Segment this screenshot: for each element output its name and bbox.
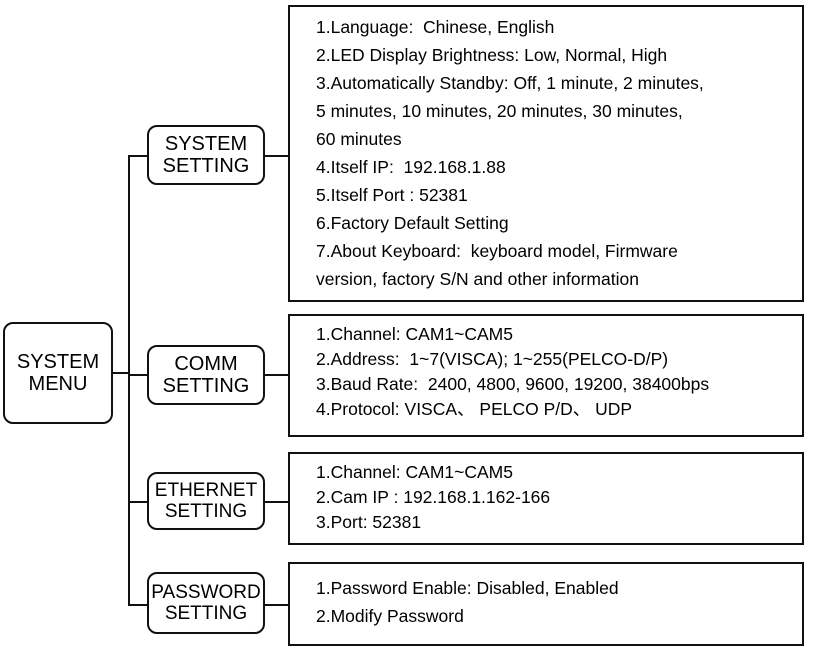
- detail-item: 4.Itself IP: 192.168.1.88: [316, 157, 506, 177]
- detail-item: 2.Cam IP : 192.168.1.162-166: [316, 486, 551, 507]
- connector-root-to-trunk: [110, 372, 130, 374]
- node-system-menu-label-line1: SYSTEM: [16, 350, 100, 373]
- detail-item: 3.Port: 52381: [316, 511, 422, 532]
- connector-comm-setting-to-detail: [263, 374, 290, 376]
- detail-item: 6.Factory Default Setting: [316, 213, 509, 233]
- connector-trunk-to-ethernet-setting: [128, 501, 149, 503]
- connector-trunk-to-password-setting: [128, 604, 149, 606]
- node-comm-setting-label-line1: COMM: [174, 352, 238, 375]
- detail-item: 1.Password Enable: Disabled, Enabled: [316, 578, 619, 598]
- connector-trunk-to-comm-setting: [128, 374, 149, 376]
- connector-ethernet-setting-to-detail: [263, 501, 290, 503]
- detail-item: 1.Language: Chinese, English: [316, 17, 555, 37]
- detail-item: 2.LED Display Brightness: Low, Normal, H…: [316, 45, 668, 65]
- node-ethernet-setting-label-line2: SETTING: [164, 501, 248, 522]
- connector-system-setting-to-detail: [263, 155, 290, 157]
- detail-item: 7.About Keyboard: keyboard model, Firmwa…: [316, 241, 678, 289]
- node-password-setting-label-line2: SETTING: [164, 603, 248, 624]
- detail-box-comm-setting: 1.Channel: CAM1~CAM5 2.Address: 1~7(VISC…: [288, 314, 804, 437]
- connector-trunk-vertical: [128, 155, 130, 605]
- detail-box-ethernet-setting: 1.Channel: CAM1~CAM5 2.Cam IP : 192.168.…: [288, 452, 804, 545]
- detail-item: 3.Automatically Standby: Off, 1 minute, …: [316, 73, 704, 149]
- detail-item: 2.Address: 1~7(VISCA); 1~255(PELCO-D/P): [316, 348, 669, 369]
- node-system-setting-label-line2: SETTING: [162, 155, 250, 177]
- detail-item: 3.Baud Rate: 2400, 4800, 9600, 19200, 38…: [316, 373, 710, 394]
- detail-box-system-setting: 1.Language: Chinese, English 2.LED Displ…: [288, 5, 804, 302]
- node-password-setting-label-line1: PASSWORD: [151, 581, 261, 603]
- node-comm-setting-label-line2: SETTING: [162, 375, 250, 397]
- node-password-setting[interactable]: PASSWORD SETTING: [147, 572, 265, 634]
- detail-item: 1.Channel: CAM1~CAM5: [316, 462, 513, 482]
- detail-item: 4.Protocol: VISCA、 PELCO P/D、 UDP: [316, 398, 633, 419]
- detail-item: 2.Modify Password: [316, 606, 464, 626]
- node-ethernet-setting[interactable]: ETHERNET SETTING: [147, 472, 265, 530]
- detail-box-password-setting: 1.Password Enable: Disabled, Enabled 2.M…: [288, 562, 804, 646]
- node-system-setting-label-line1: SYSTEM: [164, 132, 248, 155]
- detail-item: 1.Channel: CAM1~CAM5: [316, 324, 513, 344]
- node-comm-setting[interactable]: COMM SETTING: [147, 345, 265, 405]
- connector-password-setting-to-detail: [263, 604, 290, 606]
- node-ethernet-setting-label-line1: ETHERNET: [154, 479, 258, 501]
- node-system-menu[interactable]: SYSTEM MENU: [3, 322, 113, 424]
- connector-trunk-to-system-setting: [128, 155, 149, 157]
- node-system-menu-label-line2: MENU: [28, 373, 88, 395]
- detail-item: 5.Itself Port : 52381: [316, 185, 468, 205]
- node-system-setting[interactable]: SYSTEM SETTING: [147, 125, 265, 185]
